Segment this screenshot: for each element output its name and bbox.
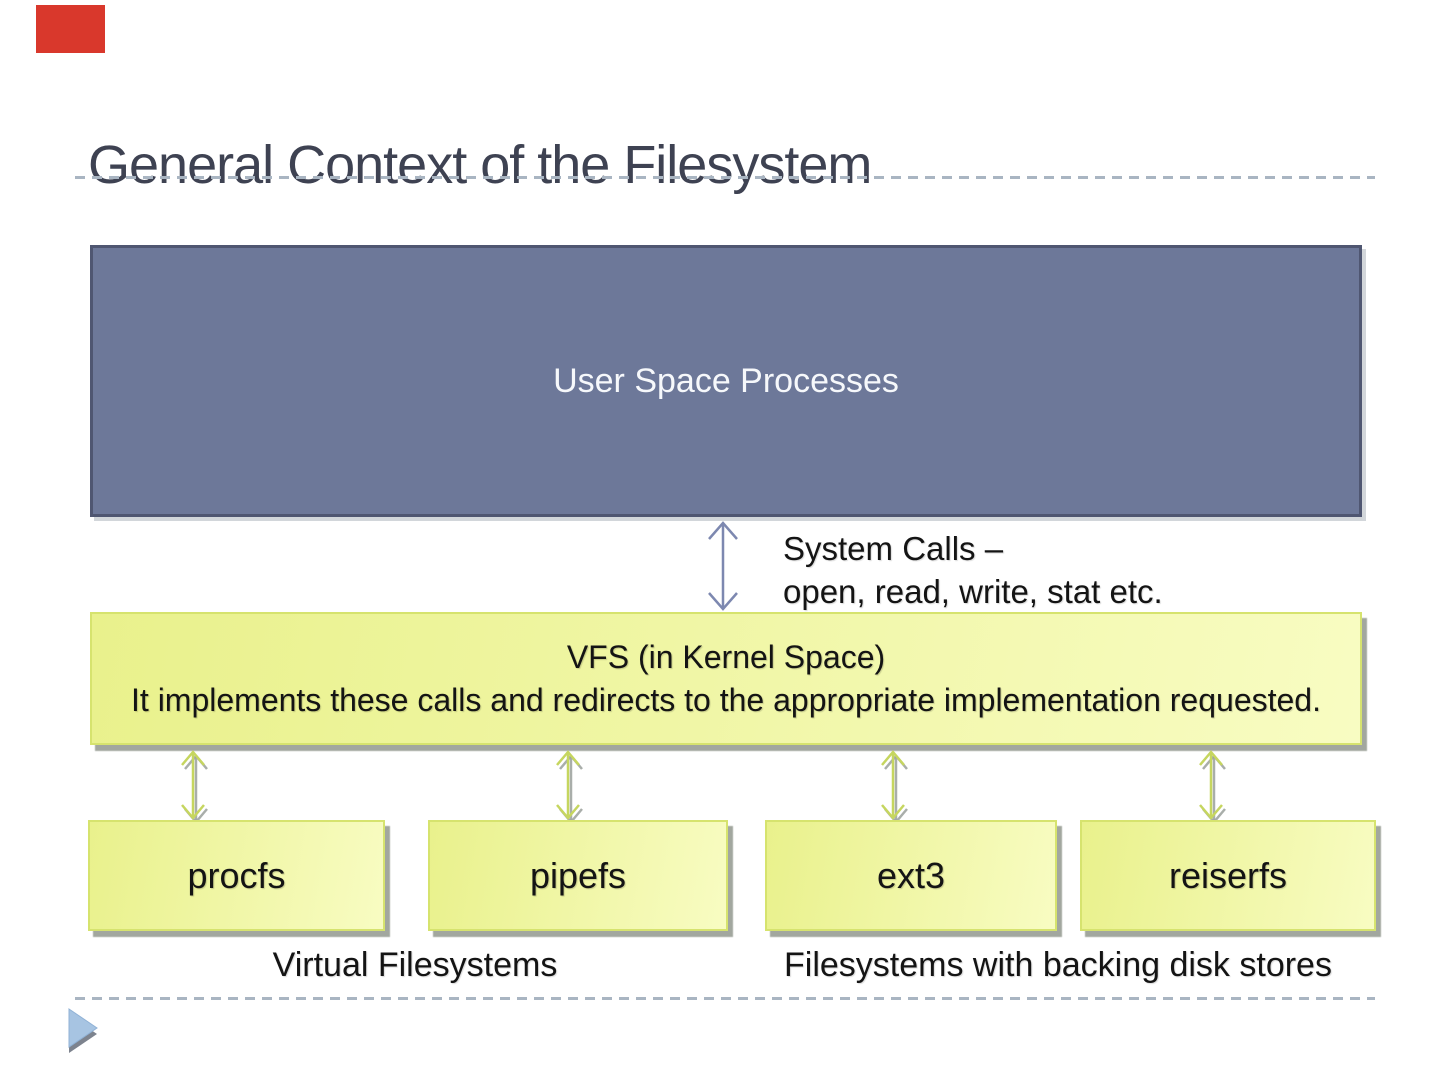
footer-divider bbox=[75, 997, 1375, 1000]
vfs-box: VFS (in Kernel Space) It implements thes… bbox=[90, 612, 1362, 745]
connector-arrow-ext3-icon bbox=[881, 750, 908, 822]
pipefs-label: pipefs bbox=[529, 854, 627, 896]
user-space-processes-label: User Space Processes bbox=[553, 361, 899, 400]
slide-footer-arrow-icon bbox=[68, 1008, 98, 1053]
pipefs-box: pipefs bbox=[428, 820, 728, 931]
connector-arrow-reiserfs-icon bbox=[1199, 750, 1226, 822]
connector-arrow-procfs-icon bbox=[181, 750, 208, 822]
virtual-filesystems-label: Virtual Filesystems bbox=[272, 946, 558, 984]
accent-rectangle bbox=[36, 5, 105, 53]
backed-filesystems-label: Filesystems with backing disk stores bbox=[784, 946, 1332, 984]
system-calls-arrow-icon bbox=[708, 521, 738, 611]
system-calls-caption: System Calls – open, read, write, stat e… bbox=[783, 527, 1163, 613]
system-calls-caption-line2: open, read, write, stat etc. bbox=[783, 573, 1163, 610]
reiserfs-label: reiserfs bbox=[1168, 854, 1288, 896]
ext3-box: ext3 bbox=[765, 820, 1057, 931]
connector-arrow-pipefs-icon bbox=[556, 750, 583, 822]
title-divider bbox=[75, 176, 1375, 179]
reiserfs-box: reiserfs bbox=[1080, 820, 1376, 931]
system-calls-caption-line1: System Calls – bbox=[783, 530, 1004, 567]
vfs-box-description: It implements these calls and redirects … bbox=[131, 681, 1321, 718]
vfs-box-title: VFS (in Kernel Space) bbox=[566, 638, 886, 675]
procfs-box: procfs bbox=[88, 820, 385, 931]
page-title: General Context of the Filesystem bbox=[88, 135, 872, 196]
ext3-label: ext3 bbox=[876, 854, 946, 896]
user-space-processes-box: User Space Processes bbox=[90, 245, 1362, 517]
procfs-label: procfs bbox=[187, 854, 286, 896]
